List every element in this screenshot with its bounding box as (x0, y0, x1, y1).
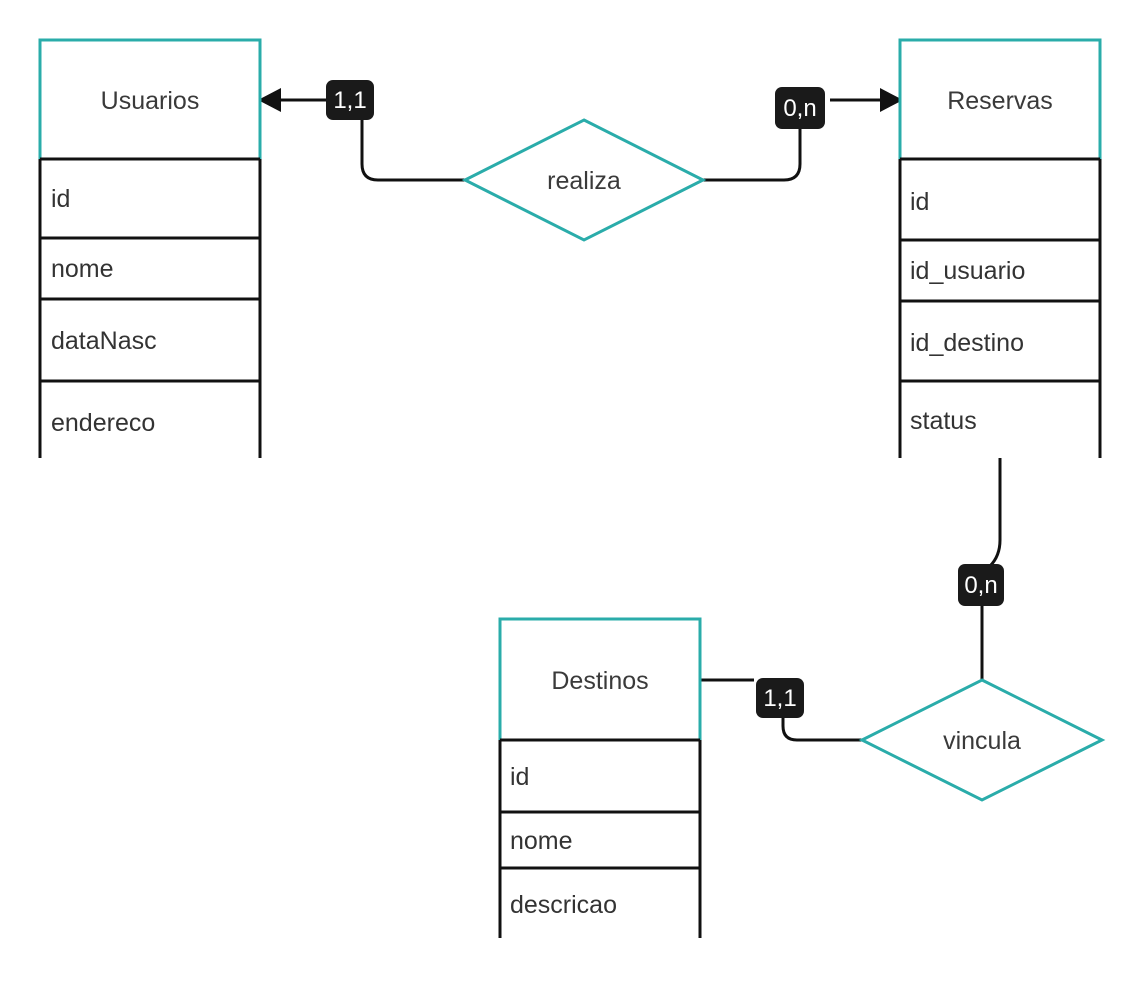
entity-header (38, 38, 262, 161)
attribute-id: id (510, 763, 529, 791)
svg-text:0,n: 0,n (783, 95, 816, 122)
entity-attributes (898, 157, 1102, 458)
attribute-id: id (910, 188, 929, 216)
attribute-nome: nome (51, 255, 114, 283)
svg-text:1,1: 1,1 (763, 685, 796, 712)
entity-attributes (38, 157, 262, 458)
entity-header (498, 617, 702, 742)
entity-attributes (498, 738, 702, 938)
cardinality-badge-reservas: 0,n (775, 87, 825, 129)
relationship-vincula[interactable]: vincula (858, 678, 1106, 802)
relationship-label: vincula (943, 727, 1021, 755)
relationship-diamond (858, 678, 1106, 802)
attribute-id-destino: id_destino (910, 329, 1024, 357)
attribute-id: id (51, 185, 70, 213)
attribute-nome: nome (510, 827, 573, 855)
entity-usuarios[interactable]: Usuarios id nome dataNasc endereco (38, 38, 262, 458)
relationship-realiza[interactable]: realiza (461, 118, 707, 242)
cardinality-badge-usuarios: 1,1 (326, 80, 374, 120)
connector-reservas-vincula (980, 458, 1002, 680)
connector-realiza-reservas (703, 88, 903, 182)
relationship-label: realiza (547, 167, 621, 195)
entity-destinos[interactable]: Destinos id nome descricao (498, 617, 702, 938)
attribute-datanasc: dataNasc (51, 327, 157, 355)
entity-reservas[interactable]: Reservas id id_usuario id_destino status (898, 38, 1102, 458)
cardinality-badge-reservas-vincula: 0,n (958, 564, 1004, 606)
attribute-id-usuario: id_usuario (910, 257, 1025, 285)
attribute-endereco: endereco (51, 409, 155, 437)
attribute-status: status (910, 407, 977, 435)
connector-usuarios-realiza (258, 88, 465, 182)
arrow-left-icon (258, 88, 281, 112)
entity-title: Usuarios (101, 87, 200, 115)
attribute-descricao: descricao (510, 891, 617, 919)
svg-text:0,n: 0,n (964, 572, 997, 599)
cardinality-badge-destinos: 1,1 (756, 678, 804, 718)
relationship-diamond (461, 118, 707, 242)
entity-title: Destinos (551, 667, 648, 695)
svg-text:1,1: 1,1 (333, 87, 366, 114)
connector-destinos-vincula (700, 678, 862, 742)
arrow-right-icon (880, 88, 903, 112)
entity-title: Reservas (947, 87, 1053, 115)
